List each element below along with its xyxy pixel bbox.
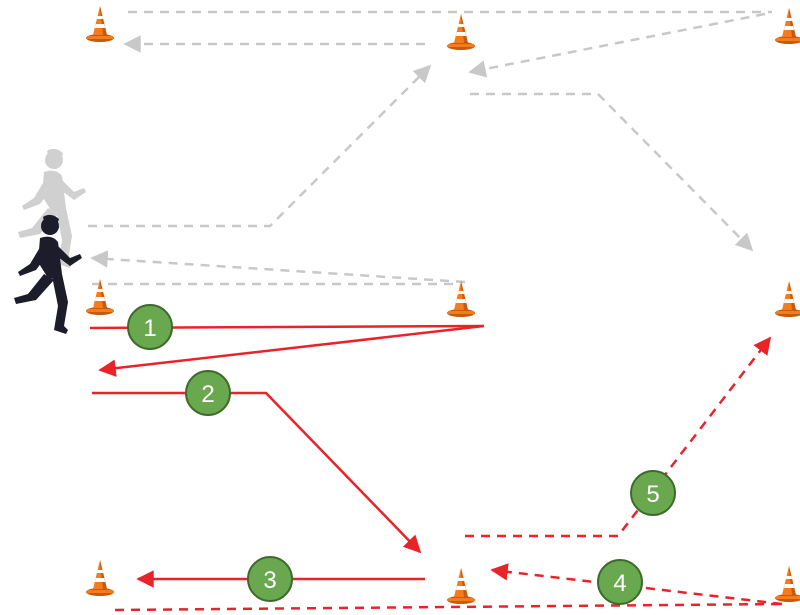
active-route [89,324,783,612]
cone-icon [447,568,475,604]
cone-icon [775,8,800,44]
route-grey-arrow-top-center [468,12,766,78]
step-badge-4: 4 [597,559,643,605]
step-badge-label: 4 [613,570,626,597]
route-grey-diagonal-up [88,64,432,228]
step-badge-5: 5 [630,470,676,516]
route-grey-return-arrow [90,250,466,284]
cone-icon [447,14,475,50]
route-bottom-dashed [114,602,783,612]
cone-icon [447,281,475,317]
step-badge-1: 1 [127,304,173,350]
cones [86,6,800,604]
step-badge-label: 5 [646,481,659,508]
route-step-5 [465,336,772,538]
route-step-1-back [98,324,485,377]
previous-route [88,10,772,286]
step-badge-label: 1 [143,315,156,342]
step-badge-3: 3 [247,556,293,602]
cone-icon [86,6,114,42]
step-badge-label: 3 [263,567,276,594]
route-step-2 [92,391,422,554]
cone-icon [86,560,114,596]
step-badge-label: 2 [201,381,214,408]
cone-icon [775,281,800,317]
cone-icon [775,566,800,602]
route-grey-diagonal-down [470,92,754,252]
step-badge-2: 2 [185,370,231,416]
